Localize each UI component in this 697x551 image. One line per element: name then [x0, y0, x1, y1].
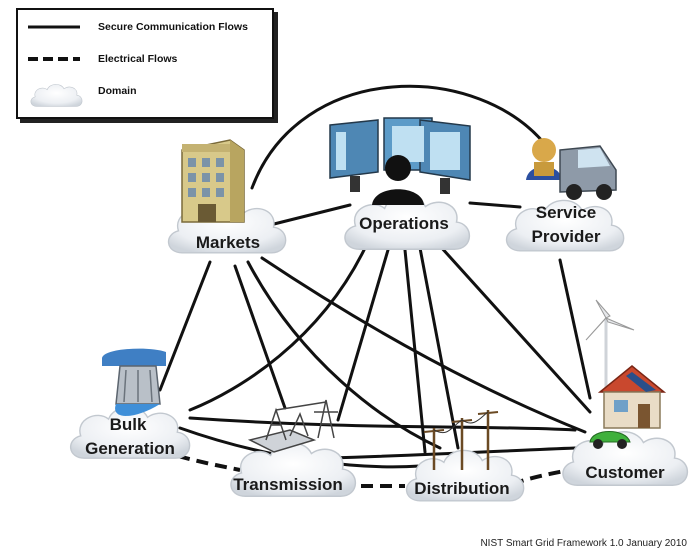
markets-building-icon: [181, 139, 245, 223]
node-label-service-provider-line1: Service: [535, 203, 597, 222]
flow-operations-distribution-2: [418, 246, 460, 450]
distribution-poles-icon: [423, 410, 499, 470]
legend-samples: [28, 25, 83, 107]
customer-home-icon: [585, 299, 667, 449]
flow-markets-transmission: [233, 264, 287, 410]
legend-electrical-label: Electrical Flows: [98, 53, 178, 65]
flow-markets-service: [250, 84, 550, 190]
legend: Secure Communication Flows Electrical Fl…: [16, 8, 274, 119]
service-provider-icon: [526, 138, 617, 200]
transmission-tower-icon: [247, 399, 338, 453]
node-label-operations: Operations: [359, 214, 449, 233]
flow-markets-operations: [268, 203, 352, 227]
flow-bulk-customer: [188, 416, 577, 432]
flow-markets-distribution: [246, 260, 442, 450]
flow-operations-customer: [438, 244, 592, 414]
flow-operations-transmission: [336, 248, 390, 422]
flow-operations-distribution: [403, 248, 427, 454]
node-label-service-provider-line2: Provider: [531, 227, 601, 246]
node-label-transmission: Transmission: [233, 475, 343, 494]
node-label-customer: Customer: [585, 463, 665, 482]
operations-monitors-icon: [329, 117, 471, 205]
flow-markets-bulk: [158, 260, 212, 392]
legend-domain-label: Domain: [98, 85, 137, 97]
flow-markets-customer: [260, 256, 587, 434]
flow-operations-service: [468, 201, 522, 209]
flow-operations-bulk: [188, 246, 367, 412]
bulk-generation-dam-icon: [102, 348, 166, 416]
flow-service-customer: [558, 258, 592, 400]
node-label-bulk-line2: Generation: [85, 439, 175, 458]
node-label-distribution: Distribution: [414, 479, 510, 498]
node-label-markets: Markets: [195, 233, 261, 252]
node-label-bulk-line1: Bulk: [109, 415, 147, 434]
framework-credit: NIST Smart Grid Framework 1.0 January 20…: [480, 538, 687, 549]
electrical-bulk-transmission: [177, 454, 241, 472]
legend-secure-label: Secure Communication Flows: [98, 21, 248, 33]
